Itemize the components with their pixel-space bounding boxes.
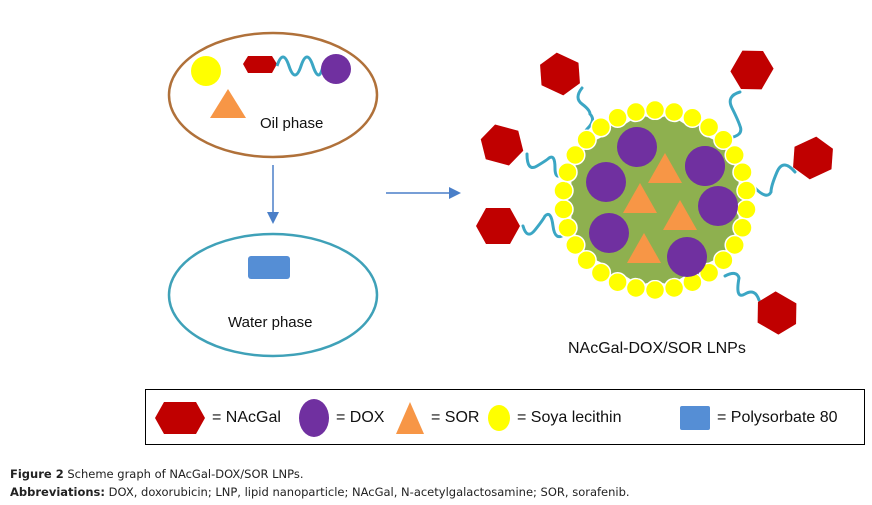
peg-linker <box>525 152 567 178</box>
soya-lecithin-molecule <box>663 277 685 299</box>
nacgal-ligand <box>730 50 774 90</box>
soya-lecithin-molecule <box>698 262 720 284</box>
dox-circle-icon <box>321 54 351 84</box>
soya-lecithin-molecule <box>698 116 720 138</box>
soya-lecithin-molecule <box>565 234 586 256</box>
dox-molecule <box>586 162 626 202</box>
legend-item-polysorbate-80: = Polysorbate 80 <box>679 390 838 446</box>
sor-molecule <box>663 200 697 230</box>
legend-label: = NAcGal <box>212 409 281 426</box>
product-label: NAcGal-DOX/SOR LNPs <box>568 340 746 357</box>
soya-lecithin-molecule <box>682 107 703 129</box>
soya-lecithin-molecule <box>736 199 757 220</box>
dox-molecule <box>667 237 707 277</box>
soya-lecithin-molecule <box>557 161 578 183</box>
soya-lecithin-molecule <box>625 277 647 299</box>
dox-molecule <box>698 186 738 226</box>
soya-lecithin-molecule <box>576 249 597 271</box>
dox-molecule <box>617 127 657 167</box>
legend-label: = Soya lecithin <box>517 409 622 426</box>
nacgal-ligand <box>480 124 524 166</box>
nacgal-ligand <box>540 52 580 96</box>
water-phase-label: Water phase <box>228 314 313 331</box>
legend-label: = Polysorbate 80 <box>717 409 838 426</box>
legend-item-dox: = DOX <box>298 390 384 446</box>
peg-linker <box>521 212 567 239</box>
polysorbate-80-icon <box>248 256 290 279</box>
soya-lecithin-molecule <box>732 161 753 183</box>
oil-phase <box>167 31 379 159</box>
soya-lecithin-icon <box>191 56 221 86</box>
soya-lecithin-molecule <box>590 262 612 284</box>
soya-lecithin-molecule <box>736 180 757 201</box>
dox-molecule <box>589 213 629 253</box>
abbreviations-text: DOX, doxorubicin; LNP, lipid nanoparticl… <box>105 485 630 499</box>
nacgal-ligand <box>757 291 797 335</box>
soya-lecithin-molecule <box>713 249 734 271</box>
peg-linker <box>723 271 761 302</box>
legend-item-nacgal: = NAcGal <box>154 390 281 446</box>
water-phase <box>167 232 379 358</box>
soya-lecithin-molecule <box>625 101 647 123</box>
dox-circle-icon <box>299 399 329 437</box>
abbreviations-label: Abbreviations: <box>10 485 106 499</box>
sor-molecule <box>623 183 657 213</box>
legend-label: = SOR <box>431 409 480 426</box>
figure-number: Figure 2 <box>10 467 64 481</box>
nacgal-hexagon-icon <box>155 402 205 434</box>
soya-lecithin-icon <box>488 405 510 431</box>
soya-lecithin-molecule <box>553 199 574 220</box>
sor-triangle-icon <box>396 402 424 434</box>
soya-lecithin-molecule <box>590 116 612 138</box>
soya-lecithin-molecule <box>724 144 745 166</box>
scheme-diagram <box>167 31 833 358</box>
dox-molecule <box>685 146 725 186</box>
soya-lecithin-molecule <box>713 129 734 151</box>
figure-caption: Figure 2 Scheme graph of NAcGal-DOX/SOR … <box>10 467 304 481</box>
lnp-particle <box>476 50 833 335</box>
legend-item-sor: = SOR <box>395 390 479 446</box>
legend-label: = DOX <box>336 409 385 426</box>
nacgal-ligand <box>793 136 833 180</box>
soya-lecithin-molecule <box>732 217 753 239</box>
soya-lecithin-molecule <box>724 234 745 256</box>
figure-title: Scheme graph of NAcGal-DOX/SOR LNPs. <box>63 467 304 481</box>
legend-item-soya-lecithin: = Soya lecithin <box>487 390 622 446</box>
sor-molecule <box>648 153 682 183</box>
nacgal-hexagon-icon <box>243 56 277 73</box>
soya-lecithin-molecule <box>565 144 586 166</box>
soya-lecithin-molecule <box>644 279 666 301</box>
soya-lecithin-molecule <box>576 129 597 151</box>
oil-phase-ellipse <box>167 31 379 159</box>
polysorbate-80-icon <box>680 406 710 430</box>
soya-lecithin-molecule <box>663 101 685 123</box>
water-phase-ellipse <box>167 232 379 358</box>
soya-lecithin-molecule <box>557 217 578 239</box>
soya-lecithin-molecule <box>607 271 628 293</box>
abbreviations: Abbreviations: DOX, doxorubicin; LNP, li… <box>10 485 630 499</box>
sor-triangle-icon <box>210 89 246 118</box>
soya-lecithin-molecule <box>607 107 628 129</box>
nacgal-ligand <box>476 208 520 244</box>
soya-lecithin-molecule <box>553 180 574 201</box>
sor-molecule <box>627 233 661 263</box>
linker-wave-icon <box>275 55 325 77</box>
oil-phase-label: Oil phase <box>260 115 324 132</box>
legend: = NAcGal = DOX = SOR = Soya lecithin = P… <box>145 389 865 445</box>
soya-lecithin-molecule <box>644 99 666 121</box>
